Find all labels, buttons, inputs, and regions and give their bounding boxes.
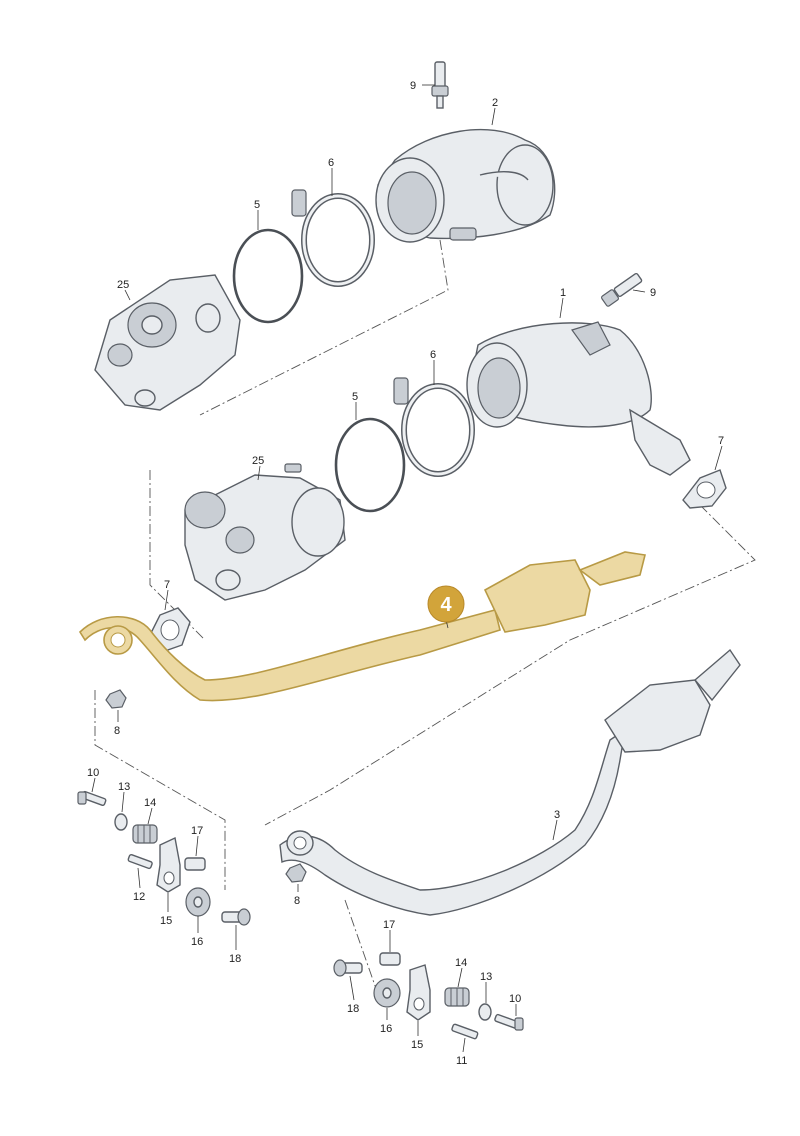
callout-6-lower: 6	[430, 349, 436, 361]
part-17-pin-right	[379, 952, 401, 966]
callout-18-left: 18	[229, 953, 241, 965]
part-7-gasket-lower	[149, 607, 191, 653]
callout-14-left: 14	[144, 797, 156, 809]
part-3-rear-exhaust-pipe	[279, 648, 741, 916]
callout-17-right: 17	[383, 919, 395, 931]
part-25-turbocharger-lower	[184, 463, 346, 601]
part-14-spring-left	[132, 824, 158, 844]
callout-1: 1	[560, 287, 566, 299]
part-14-spring-right	[444, 987, 470, 1007]
part-17-pin-left	[184, 857, 206, 871]
callout-14-right: 14	[455, 957, 467, 969]
callout-10-right: 10	[509, 993, 521, 1005]
part-15-bracket-right	[406, 964, 431, 1021]
assembly-line-lower	[344, 899, 381, 1001]
callout-17-left: 17	[191, 825, 203, 837]
callout-5-lower: 5	[352, 391, 358, 403]
assembly-line-upper	[199, 239, 449, 416]
callout-labels: 9 2 6 5 25 1 9 6 5 7 25 7 8 10 13 14 17 …	[87, 80, 724, 1067]
callout-16-left: 16	[191, 936, 203, 948]
callout-9-lower: 9	[650, 287, 656, 299]
callout-3: 3	[554, 809, 560, 821]
part-10-bolt-left	[77, 790, 107, 806]
part-8-nut-left	[105, 689, 127, 709]
part-10-bolt-right	[494, 1013, 524, 1031]
callout-7-lower: 7	[164, 579, 170, 591]
callout-4: 4	[440, 594, 452, 616]
part-16-bushing-right	[373, 978, 401, 1008]
assembly-line-left	[94, 690, 226, 890]
callout-6-upper: 6	[328, 157, 334, 169]
part-5-seal-ring-lower	[334, 417, 406, 513]
part-8-nut-right	[285, 863, 307, 883]
part-13-washer-left	[114, 813, 128, 831]
part-15-bracket-left	[156, 836, 181, 893]
part-18-spacer-left	[221, 908, 251, 926]
callout-7-upper: 7	[718, 435, 724, 447]
part-13-washer-right	[478, 1003, 492, 1021]
part-2-catalyst-housing	[375, 128, 556, 243]
assembly-line-right	[264, 504, 756, 826]
part-6-clamp-upper	[291, 189, 375, 287]
part-4-badge[interactable]: 4	[427, 585, 465, 623]
callout-8-left: 8	[114, 725, 120, 737]
part-18-spacer-right	[333, 959, 363, 977]
callout-15-right: 15	[411, 1039, 423, 1051]
callout-16-right: 16	[380, 1023, 392, 1035]
part-1-catalyst-housing	[466, 321, 691, 476]
callout-11: 11	[456, 1055, 467, 1067]
part-6-clamp-lower	[393, 377, 475, 477]
callout-18-right: 18	[347, 1003, 359, 1015]
callout-13-left: 13	[118, 781, 130, 793]
part-9-oxygen-sensor-upper	[431, 61, 449, 109]
callout-10-left: 10	[87, 767, 99, 779]
part-12-bolt-left	[127, 854, 153, 870]
callout-9-upper: 9	[410, 80, 416, 92]
part-16-bushing-left	[185, 887, 211, 917]
part-7-gasket-upper	[682, 469, 727, 509]
hardware-group-right	[333, 952, 524, 1040]
callout-5-upper: 5	[254, 199, 260, 211]
part-11-bolt-right	[451, 1023, 479, 1040]
part-4-front-exhaust-pipe-highlighted[interactable]	[78, 551, 646, 702]
callout-25-lower: 25	[252, 455, 264, 467]
callout-2: 2	[492, 97, 498, 109]
callout-15-left: 15	[160, 915, 172, 927]
hardware-group-left	[77, 790, 251, 926]
part-25-turbocharger-upper	[94, 274, 241, 411]
callout-8-right: 8	[294, 895, 300, 907]
callout-12: 12	[133, 891, 145, 903]
callout-25-upper: 25	[117, 279, 129, 291]
part-9-oxygen-sensor-lower	[601, 272, 643, 307]
callout-13-right: 13	[480, 971, 492, 983]
part-5-seal-ring-upper	[232, 228, 304, 324]
